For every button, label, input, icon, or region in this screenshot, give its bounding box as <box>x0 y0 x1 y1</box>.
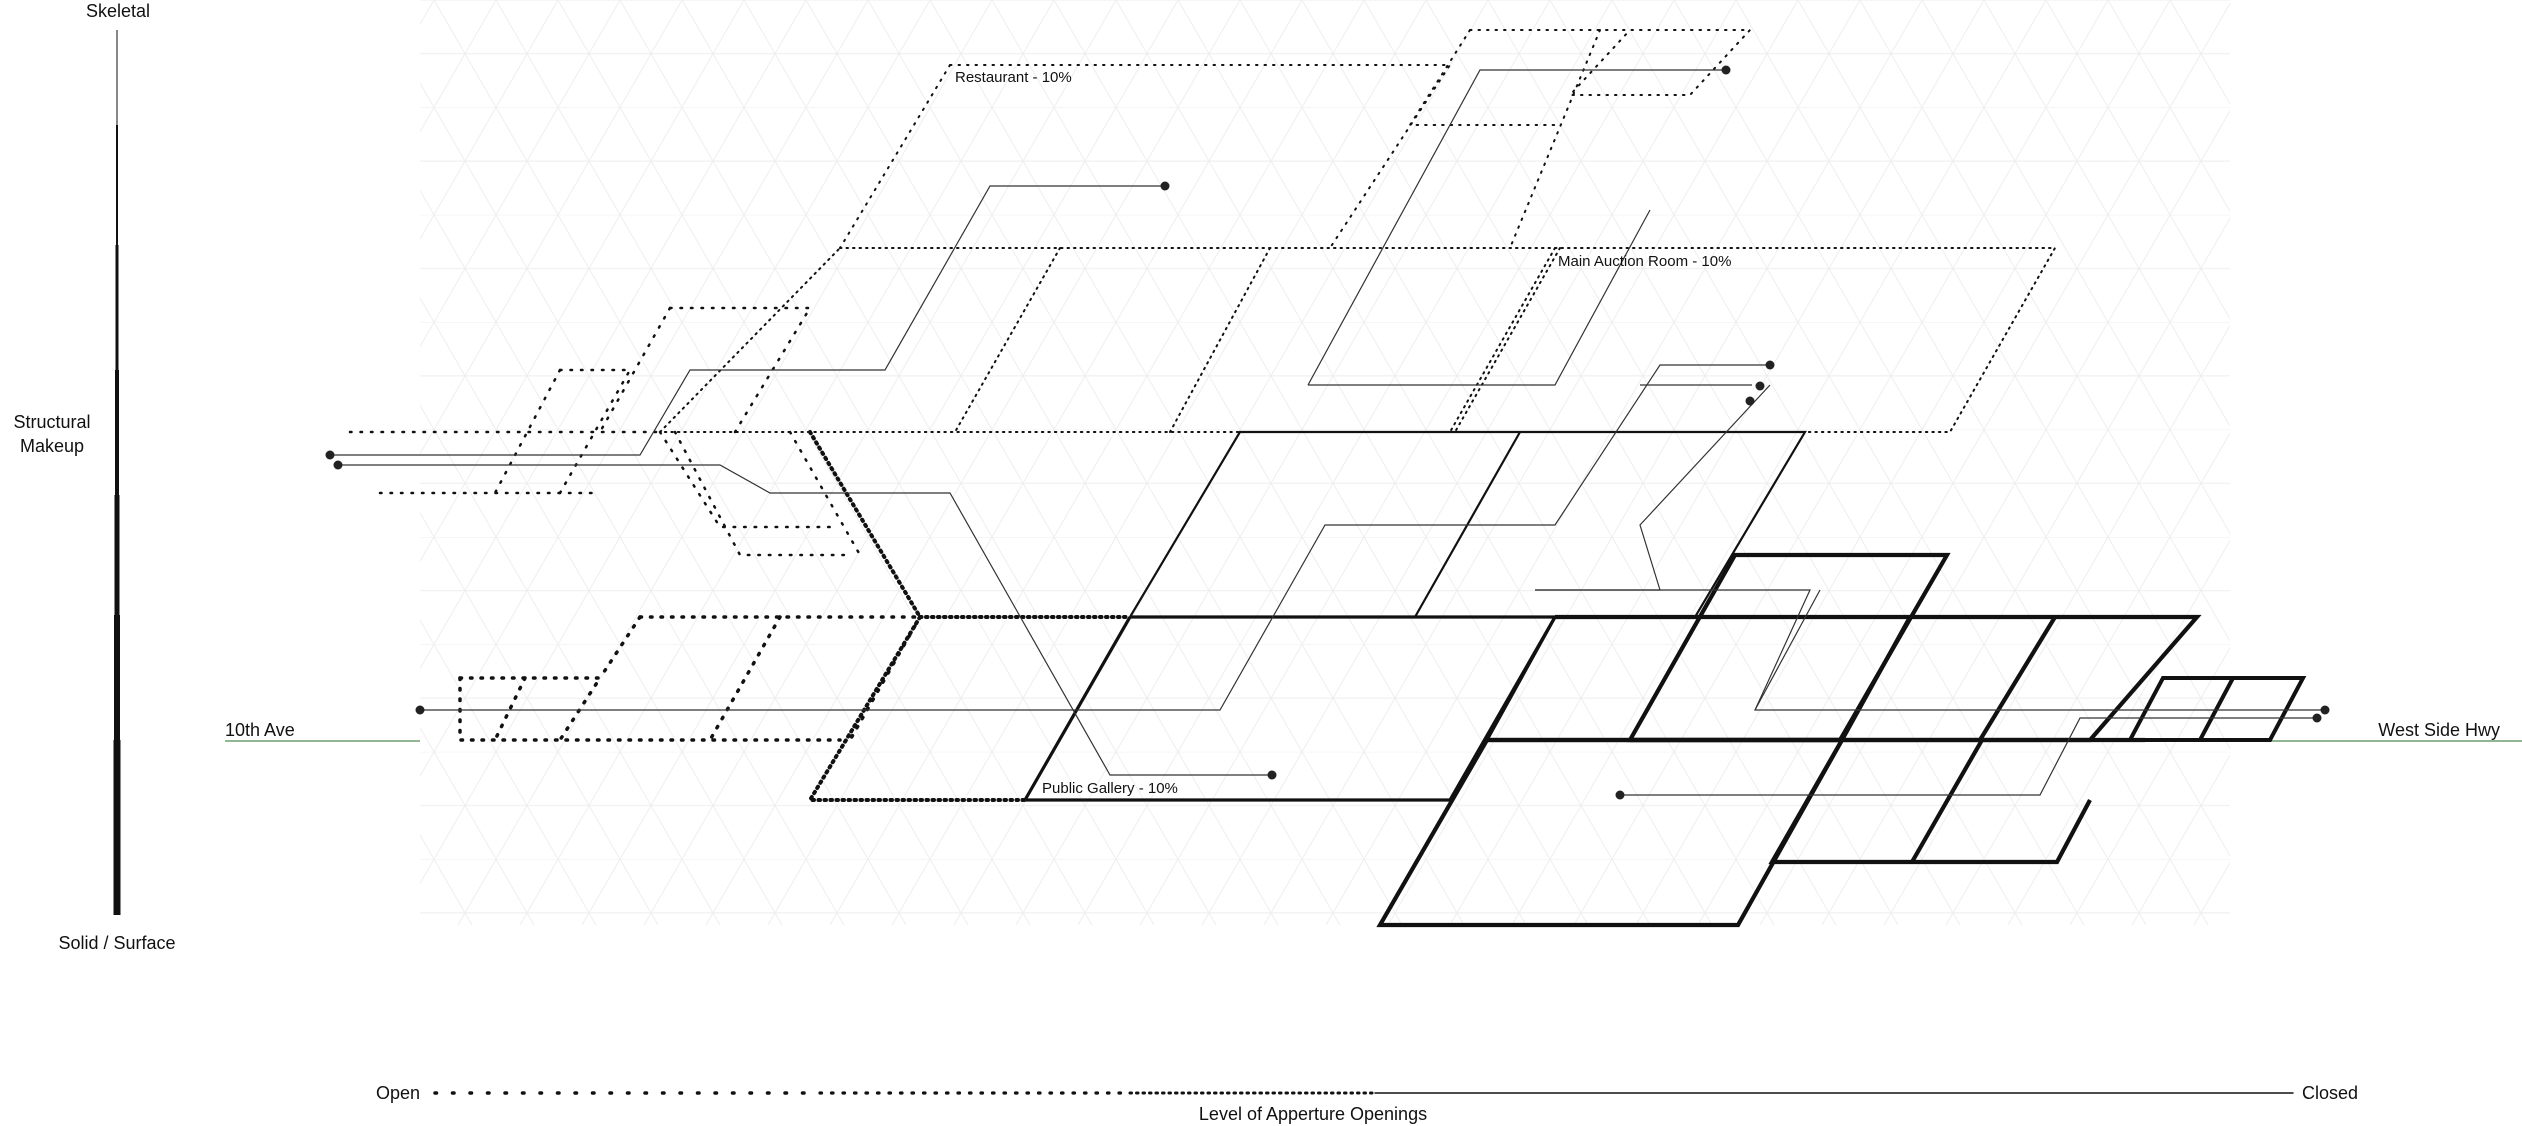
skeletal-label: Skeletal <box>86 1 150 21</box>
endpoint-dot <box>2320 705 2330 715</box>
gallery-dense-dotted <box>806 430 1132 802</box>
open-label: Open <box>376 1083 420 1103</box>
endpoint-dot <box>2312 713 2322 723</box>
connector-lines <box>330 69 2325 796</box>
endpoint-dots <box>325 65 2330 800</box>
structural-label: Structural <box>13 412 90 432</box>
restaurant-label: Restaurant - 10% <box>955 69 1072 86</box>
endpoint-dot <box>1765 360 1775 370</box>
solid-lower-planes <box>1376 552 2202 928</box>
endpoint-dot <box>1721 65 1731 75</box>
main-auction-room-label: Main Auction Room - 10% <box>1558 253 1731 270</box>
endpoint-dot <box>1615 790 1625 800</box>
endpoint-dot <box>1745 396 1755 406</box>
tenth-ave-label: 10th Ave <box>225 720 295 740</box>
solid-right-small-planes <box>2126 676 2307 742</box>
background-grid <box>420 0 2230 925</box>
public-gallery-label: Public Gallery - 10% <box>1042 780 1178 797</box>
aperture-axis-title: Level of Apperture Openings <box>1199 1104 1427 1124</box>
endpoint-dot <box>1160 181 1170 191</box>
endpoint-dot <box>1755 381 1765 391</box>
west-side-hwy-label: West Side Hwy <box>2378 720 2500 740</box>
endpoint-dot <box>325 450 335 460</box>
closed-label: Closed <box>2302 1083 2358 1103</box>
solid-surface-label: Solid / Surface <box>58 933 175 953</box>
endpoint-dot <box>1267 770 1277 780</box>
left-dotted-frames <box>348 306 862 557</box>
endpoint-dot <box>333 460 343 470</box>
restaurant-level-dotted <box>839 29 1753 249</box>
endpoint-dot <box>415 705 425 715</box>
main-auction-level-dotted <box>657 247 2057 433</box>
makeup-label: Makeup <box>20 436 84 456</box>
